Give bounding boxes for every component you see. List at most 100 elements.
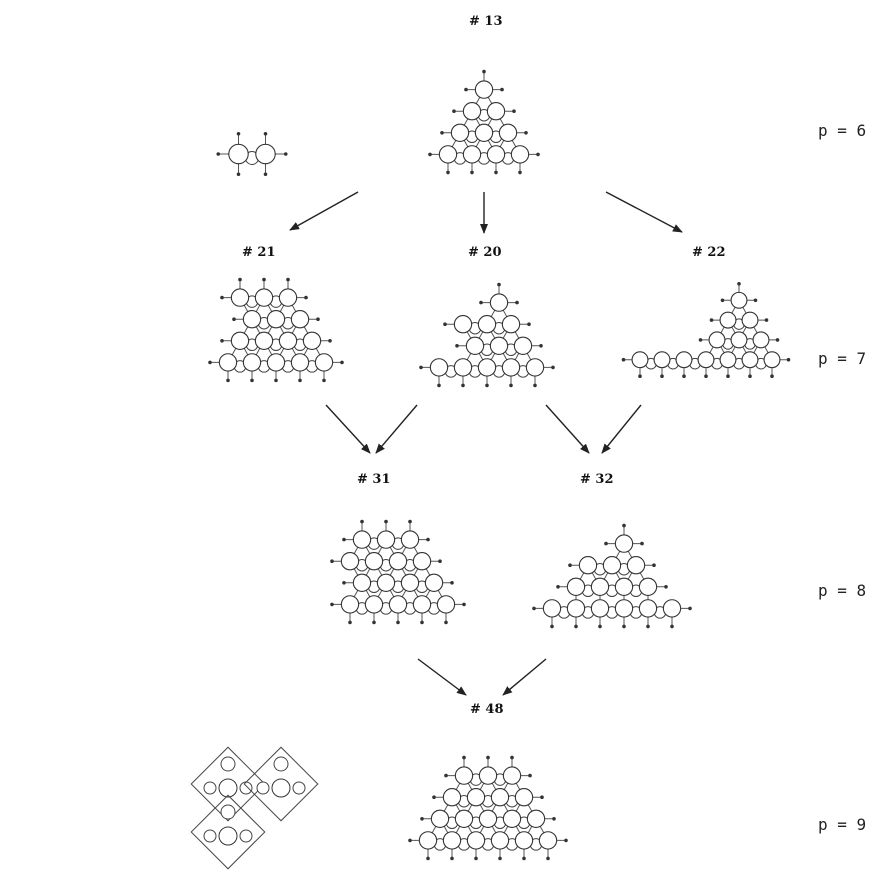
stub-end bbox=[574, 624, 578, 629]
large-atom bbox=[566, 577, 586, 596]
stub-end bbox=[539, 344, 543, 348]
large-atom bbox=[741, 351, 759, 369]
stub-end bbox=[226, 378, 230, 383]
large-atom bbox=[730, 291, 748, 309]
stub-end bbox=[216, 152, 221, 156]
large-atom bbox=[462, 102, 482, 121]
stub-end bbox=[420, 620, 424, 625]
stub-end bbox=[536, 152, 540, 157]
stub-end bbox=[464, 87, 468, 92]
stub-end bbox=[330, 602, 334, 607]
stub-end bbox=[236, 172, 241, 177]
arrow-20-to-32 bbox=[545, 404, 590, 454]
stub-end bbox=[462, 602, 466, 607]
large-atom bbox=[442, 788, 462, 807]
stub-end bbox=[551, 365, 555, 370]
stub-end bbox=[737, 282, 741, 286]
large-atom bbox=[466, 831, 486, 850]
molecule-32 bbox=[532, 523, 692, 629]
stub-end bbox=[443, 322, 447, 327]
stub-end bbox=[444, 773, 448, 778]
large-atom bbox=[412, 552, 432, 571]
large-atom bbox=[542, 599, 562, 618]
stub-end bbox=[384, 519, 388, 524]
arrows-layer bbox=[289, 191, 683, 696]
stub-end bbox=[444, 620, 448, 625]
large-atom bbox=[675, 351, 693, 369]
stub-end bbox=[494, 170, 498, 175]
large-atom bbox=[466, 788, 486, 807]
arrow-20-to-31 bbox=[375, 404, 418, 454]
small-atom bbox=[239, 781, 253, 795]
large-atom bbox=[614, 577, 634, 596]
large-atom bbox=[514, 831, 534, 850]
large-atom bbox=[590, 577, 610, 596]
stub-end bbox=[709, 318, 714, 322]
stub-end bbox=[485, 383, 489, 388]
large-atom bbox=[590, 599, 610, 618]
large-atom bbox=[454, 766, 474, 785]
large-atom bbox=[436, 595, 456, 614]
molecule-13-bonds bbox=[447, 89, 521, 155]
large-atom bbox=[352, 530, 372, 549]
large-atom bbox=[438, 145, 458, 164]
stub-end bbox=[232, 317, 236, 322]
stub-end bbox=[220, 295, 224, 300]
large-atom bbox=[465, 336, 485, 355]
stub-end bbox=[286, 277, 290, 282]
large-atom bbox=[278, 331, 298, 350]
arrow-13-to-21 bbox=[289, 191, 359, 231]
stub-end bbox=[564, 838, 568, 843]
large-atom bbox=[400, 573, 420, 592]
stub-end bbox=[419, 365, 423, 370]
stub-end bbox=[263, 172, 268, 177]
large-atom bbox=[510, 145, 530, 164]
large-atom bbox=[376, 530, 396, 549]
stub-end bbox=[250, 378, 254, 383]
large-atom bbox=[442, 831, 462, 850]
stub-end bbox=[479, 300, 483, 305]
large-atom bbox=[242, 353, 262, 372]
stub-end bbox=[598, 624, 602, 629]
molecule-small-left-atoms bbox=[228, 143, 276, 165]
large-atom bbox=[502, 766, 522, 785]
molecule-20-atoms bbox=[429, 293, 545, 378]
level-label-p9: p = 9 bbox=[818, 815, 867, 834]
small-atom bbox=[203, 829, 217, 843]
stub-end bbox=[452, 109, 456, 113]
stub-end bbox=[360, 519, 364, 524]
large-atom bbox=[400, 530, 420, 549]
large-atom bbox=[708, 331, 726, 349]
large-atom bbox=[278, 288, 298, 307]
stub-end bbox=[470, 170, 474, 175]
stub-end bbox=[638, 374, 642, 379]
boxed-molecule bbox=[190, 746, 319, 870]
stub-end bbox=[437, 383, 441, 388]
molecule-20-bonds bbox=[439, 302, 536, 368]
large-atom bbox=[462, 145, 482, 164]
stub-end bbox=[515, 300, 519, 305]
molecule-small-left bbox=[216, 131, 288, 177]
stub-end bbox=[446, 170, 450, 175]
molecules-layer bbox=[190, 69, 791, 870]
large-atom bbox=[424, 573, 444, 592]
stub-end bbox=[474, 856, 478, 861]
large-atom bbox=[430, 809, 450, 828]
stub-end bbox=[283, 152, 288, 156]
large-atom bbox=[538, 831, 558, 850]
large-atom bbox=[477, 315, 497, 334]
large-atom bbox=[218, 778, 238, 798]
large-atom bbox=[478, 766, 498, 785]
large-atom bbox=[730, 331, 748, 349]
stub-end bbox=[408, 519, 412, 524]
large-atom bbox=[566, 599, 586, 618]
large-atom bbox=[489, 293, 509, 312]
stub-end bbox=[786, 357, 791, 362]
small-atom bbox=[203, 781, 217, 795]
large-atom bbox=[388, 552, 408, 571]
large-atom bbox=[578, 556, 598, 575]
stub-end bbox=[770, 374, 774, 379]
stub-end bbox=[550, 624, 554, 629]
stub-end bbox=[652, 563, 656, 567]
